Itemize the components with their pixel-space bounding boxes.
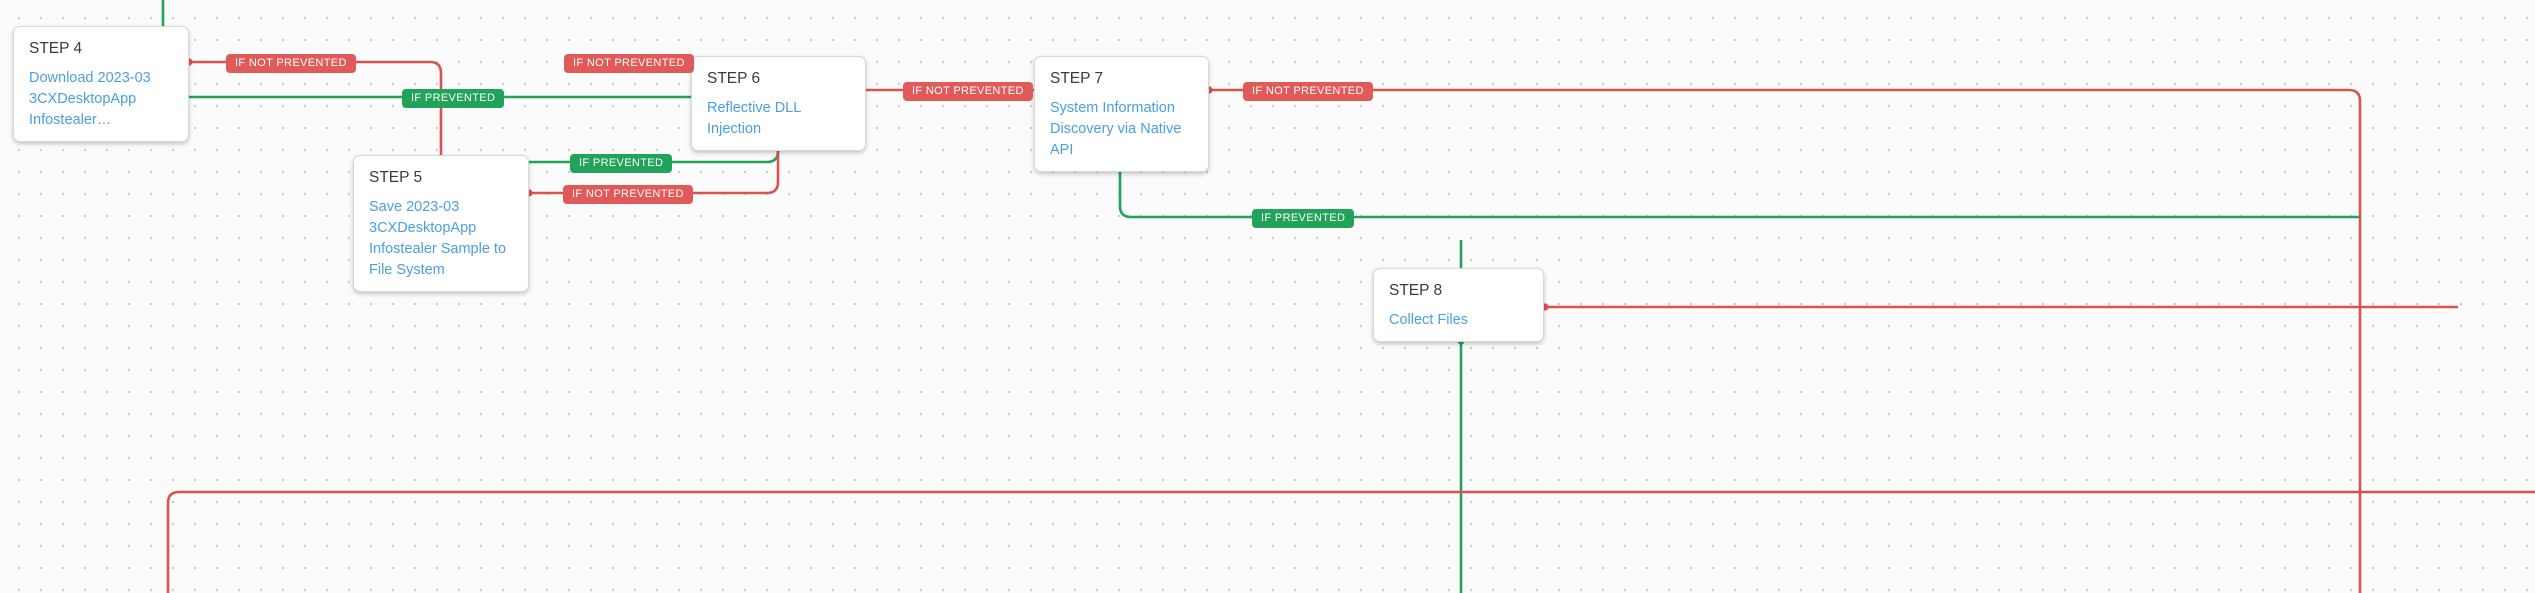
edge-label-deny[interactable]: IF NOT PREVENTED xyxy=(1243,82,1373,101)
node-title-link[interactable]: Collect Files xyxy=(1389,312,1468,329)
node-step-label: STEP 6 xyxy=(707,70,761,87)
edge-label-deny[interactable]: IF NOT PREVENTED xyxy=(226,54,356,73)
edge-deny[interactable] xyxy=(189,60,443,155)
edge-label-allow[interactable]: IF PREVENTED xyxy=(402,89,505,108)
node-title-link[interactable]: Save 2023-03 3CXDesktopApp Infostealer S… xyxy=(369,199,507,279)
node-step6[interactable]: STEP 6 Reflective DLL Injection xyxy=(691,56,866,152)
node-step8[interactable]: STEP 8 Collect Files xyxy=(1373,268,1544,343)
edge-label-allow[interactable]: IF PREVENTED xyxy=(1252,209,1355,228)
edge-label-deny[interactable]: IF NOT PREVENTED xyxy=(563,185,693,204)
node-step-label: STEP 8 xyxy=(1389,282,1443,299)
edge-label-deny[interactable]: IF NOT PREVENTED xyxy=(903,82,1033,101)
edge-allow[interactable] xyxy=(1118,127,2360,219)
node-title-link[interactable]: System Information Discovery via Native … xyxy=(1050,100,1182,159)
node-title-link[interactable]: Reflective DLL Injection xyxy=(707,100,801,138)
node-title-link[interactable]: Download 2023-03 3CXDesktopApp Infosteal… xyxy=(29,70,151,129)
edge-label-deny[interactable]: IF NOT PREVENTED xyxy=(564,54,694,73)
node-step-label: STEP 7 xyxy=(1050,70,1104,87)
node-step7[interactable]: STEP 7 System Information Discovery via N… xyxy=(1034,56,1209,173)
edge-label-allow[interactable]: IF PREVENTED xyxy=(570,154,673,173)
node-step5[interactable]: STEP 5 Save 2023-03 3CXDesktopApp Infoste… xyxy=(353,155,529,293)
edge-deny[interactable] xyxy=(166,490,2535,593)
node-step-label: STEP 4 xyxy=(29,40,83,57)
node-step-label: STEP 5 xyxy=(369,169,423,186)
node-step4[interactable]: STEP 4 Download 2023-03 3CXDesktopApp Inf… xyxy=(13,26,189,143)
